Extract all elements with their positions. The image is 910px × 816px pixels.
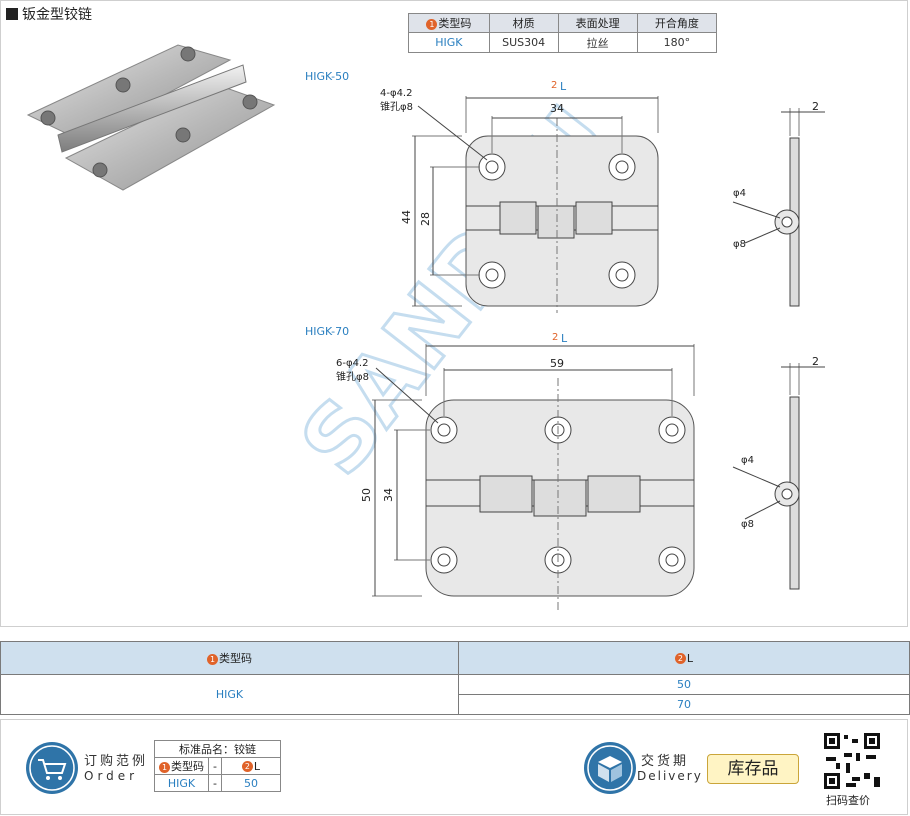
drawing-higk70-front: 2 L 59 6-φ4.2 锥孔φ8 50 34 — [336, 332, 695, 610]
spec-cell-material: SUS304 — [488, 32, 559, 53]
drawing-higk70-side: 2 φ4 φ8 — [732, 355, 825, 590]
dim-L-label: L — [561, 332, 568, 345]
num-2-icon: 2 — [674, 653, 686, 664]
hole-note-count: 6-φ4.2 — [336, 358, 368, 369]
title-square-icon — [6, 8, 18, 20]
sel-header-L-text: L — [686, 651, 694, 665]
L-num-icon: 2 — [551, 80, 557, 91]
page-title: 钣金型铰链 — [6, 4, 92, 24]
order-val-L: 50 — [220, 774, 281, 792]
sel-cell-L-70: 70 — [458, 694, 910, 715]
qr-label: 扫码查价 — [826, 794, 870, 807]
order-col-type-text: 类型码 — [171, 760, 204, 773]
model-label-higk70: HIGK-70 — [305, 325, 350, 338]
spec-header-type-text: 类型码 — [438, 17, 472, 30]
cart-icon — [26, 742, 78, 794]
order-dash: - — [208, 757, 222, 775]
sel-cell-L-50: 50 — [458, 674, 910, 695]
order-dash: - — [208, 774, 222, 792]
dim-width: 59 — [550, 357, 564, 370]
spec-header-material: 材质 — [488, 13, 559, 33]
spec-header-surface: 表面处理 — [557, 13, 638, 33]
dim-pin-dia: φ4 — [741, 455, 754, 466]
spec-cell-angle: 180° — [636, 32, 718, 53]
dim-thickness: 2 — [812, 100, 819, 113]
dim-height: 50 — [360, 488, 373, 502]
order-std-name: 标准品名：铰链 — [154, 740, 281, 758]
order-title-cn: 订购范例 — [84, 754, 149, 769]
sel-header-type-text: 类型码 — [219, 652, 252, 665]
hole-note-count: 4-φ4.2 — [380, 88, 412, 99]
drawing-higk50-side: 2 φ4 φ8 — [732, 100, 825, 307]
num-2-icon: 2 — [241, 761, 253, 772]
num-1-icon: 1 — [207, 653, 218, 665]
dim-outer-dia: φ8 — [733, 239, 746, 250]
delivery-box-icon — [584, 742, 636, 794]
hole-note-countersink: 锥孔φ8 — [380, 101, 413, 113]
num-1-icon: 1 — [426, 18, 438, 30]
order-col-L-text: L — [253, 759, 261, 773]
spec-cell-surface: 拉丝 — [557, 32, 638, 53]
spec-header-angle: 开合角度 — [636, 13, 718, 33]
order-val-type: HIGK — [154, 774, 209, 792]
dim-outer-dia: φ8 — [741, 519, 754, 530]
drawing-higk50-front: 2 L 34 4-φ4.2 锥孔φ8 44 28 — [380, 80, 659, 313]
order-title-en: Order — [84, 769, 139, 783]
hole-note-countersink: 锥孔φ8 — [336, 371, 369, 383]
dim-pitch: 34 — [382, 488, 395, 502]
order-section — [0, 719, 908, 815]
dim-pitch: 28 — [419, 212, 432, 226]
spec-cell-type: HIGK — [408, 32, 490, 53]
sel-cell-type: HIGK — [0, 674, 459, 715]
page-title-text: 钣金型铰链 — [22, 7, 92, 23]
num-1-icon: 1 — [159, 761, 170, 773]
hinge-product-photo — [26, 44, 276, 191]
dim-thickness: 2 — [812, 355, 819, 368]
stock-badge: 库存品 — [707, 754, 799, 784]
delivery-title-cn: 交货期 — [641, 754, 690, 769]
delivery-title-en: Delivery — [637, 769, 703, 783]
dim-width: 34 — [550, 102, 564, 115]
dim-L-label: L — [560, 80, 567, 93]
L-num-icon: 2 — [552, 332, 558, 343]
dim-height: 44 — [400, 210, 413, 224]
dim-pin-dia: φ4 — [733, 188, 746, 199]
drawing-frame — [0, 0, 908, 627]
model-label-higk50: HIGK-50 — [305, 70, 350, 83]
qr-code-icon[interactable] — [822, 731, 882, 791]
